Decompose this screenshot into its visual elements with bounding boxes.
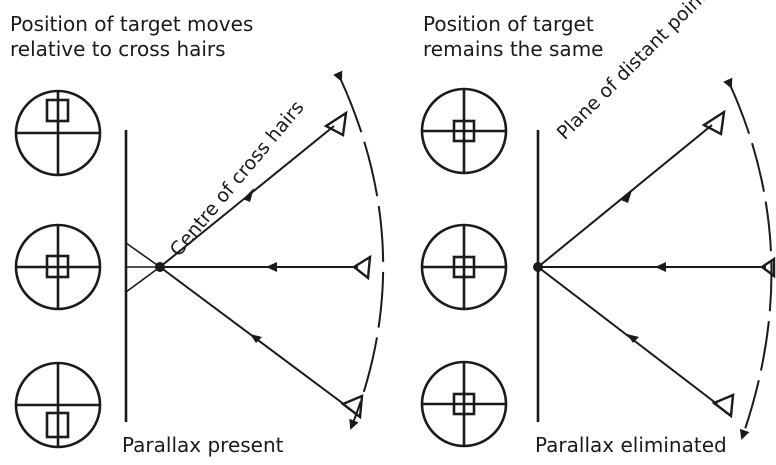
viewing-arc [723,77,773,440]
eye-icon [701,109,726,136]
right-heading-line2: remains the same [423,37,604,61]
arrow-icon [243,188,254,202]
right-heading-line1: Position of target [423,12,594,36]
reticle-icon [420,87,508,175]
reticle-icon [420,360,508,448]
ray-stub [125,242,161,268]
left-heading-line2: relative to cross hairs [10,37,226,61]
eye-icon [351,254,372,281]
arrow-icon [250,334,262,343]
arrow-icon [266,262,277,272]
eye-icon [323,110,348,137]
reticle-icon [14,89,102,177]
arrow-icon [627,334,639,343]
reticle-icon [420,223,508,311]
left-heading-line1: Position of target moves [10,12,254,36]
eye-icon [711,393,735,419]
sight-ray [537,124,713,268]
arrow-icon [655,262,666,272]
left-caption: Parallax present [122,433,284,457]
right-caption: Parallax eliminated [535,433,727,457]
eye-icon [759,256,776,279]
left-panel [14,70,385,449]
ray-stub [125,266,161,293]
reticle-icon [14,361,102,449]
viewing-arc [333,70,385,430]
cross-point [533,262,543,272]
arrow-icon [621,190,632,203]
sight-ray [537,266,718,405]
right-panel [420,77,776,448]
reticle-icon [14,223,102,311]
cross-point [155,262,165,272]
